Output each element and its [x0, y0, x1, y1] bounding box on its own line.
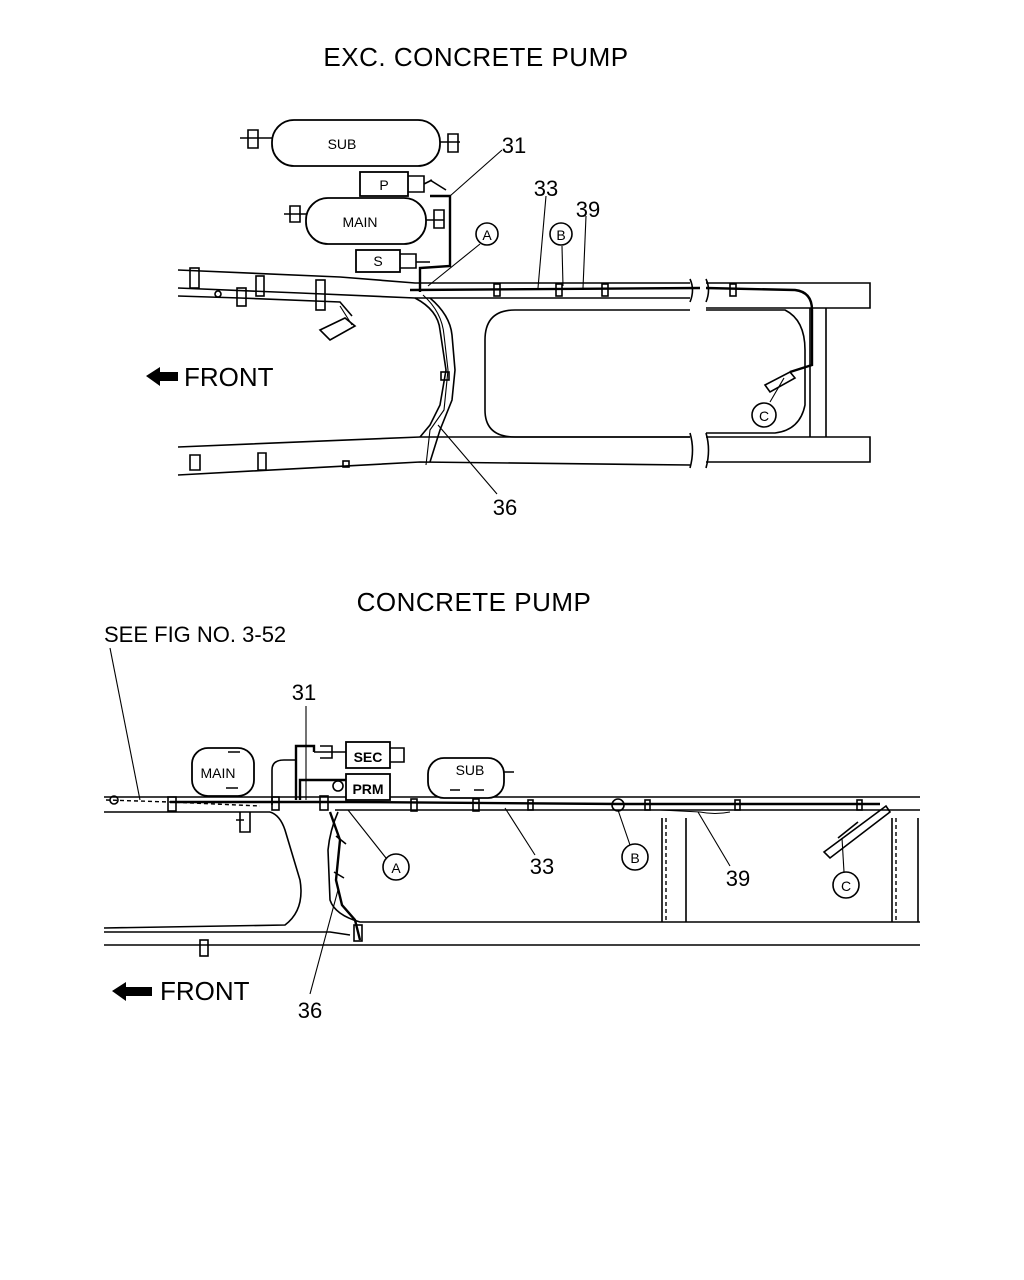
s-tank-top: S	[355, 249, 430, 273]
front-arrow-icon	[146, 367, 178, 386]
prm-tank-bottom: PRM	[332, 773, 391, 801]
circled-a-top-label: A	[482, 227, 492, 243]
front-arrow-icon	[112, 982, 152, 1001]
callout-33-top: 33	[534, 176, 558, 201]
callout-33-bottom: 33	[530, 854, 554, 879]
top-chassis-frame	[177, 269, 871, 476]
callout-36-bottom: 36	[298, 998, 322, 1023]
bottom-section: CONCRETE PUMP SEE FIG NO. 3-52	[103, 587, 920, 1023]
front-label-top: FRONT	[184, 362, 274, 392]
main-tank-label-bottom: MAIN	[201, 765, 236, 781]
sub-tank-label: SUB	[328, 136, 357, 152]
circled-c-top-label: C	[759, 408, 769, 424]
see-figure-reference: SEE FIG NO. 3-52	[104, 622, 286, 647]
pipe-clips-bottom	[167, 795, 863, 812]
front-indicator-top: FRONT	[146, 362, 274, 392]
main-tank-bottom: MAIN	[191, 747, 255, 797]
callout-31-bottom: 31	[292, 680, 316, 705]
circled-c-top: C	[751, 402, 777, 428]
top-section-title: EXC. CONCRETE PUMP	[323, 42, 628, 72]
callout-36-top: 36	[493, 495, 517, 520]
callout-39-bottom: 39	[726, 866, 750, 891]
top-section: EXC. CONCRETE PUMP	[146, 42, 871, 520]
pipe-clips-top	[493, 283, 737, 297]
main-tank-label: MAIN	[343, 214, 378, 230]
s-tank-label: S	[373, 253, 382, 269]
circled-b-bottom-label: B	[630, 850, 639, 866]
circled-b-bottom: B	[621, 843, 649, 871]
p-tank-top: P	[359, 171, 433, 197]
p-tank-label: P	[379, 177, 388, 193]
prm-tank-label: PRM	[352, 781, 383, 797]
sub-tank-top: SUB	[240, 119, 460, 167]
front-indicator-bottom: FRONT	[112, 976, 250, 1006]
circled-a-bottom: A	[382, 853, 410, 881]
sec-tank-label: SEC	[354, 749, 383, 765]
callout-31-top: 31	[502, 133, 526, 158]
main-tank-top: MAIN	[284, 197, 445, 245]
callout-39-top: 39	[576, 197, 600, 222]
circled-c-bottom-label: C	[841, 878, 851, 894]
bottom-section-title: CONCRETE PUMP	[357, 587, 592, 617]
circled-a-bottom-label: A	[391, 860, 401, 876]
circled-a-top: A	[475, 222, 499, 246]
sub-tank-bottom: SUB	[427, 757, 514, 799]
sub-tank-label-bottom: SUB	[456, 762, 485, 778]
circled-b-top-label: B	[556, 227, 565, 243]
circled-c-bottom: C	[832, 871, 860, 899]
circled-b-top: B	[549, 222, 573, 246]
sec-tank-bottom: SEC	[314, 741, 405, 769]
front-label-bottom: FRONT	[160, 976, 250, 1006]
